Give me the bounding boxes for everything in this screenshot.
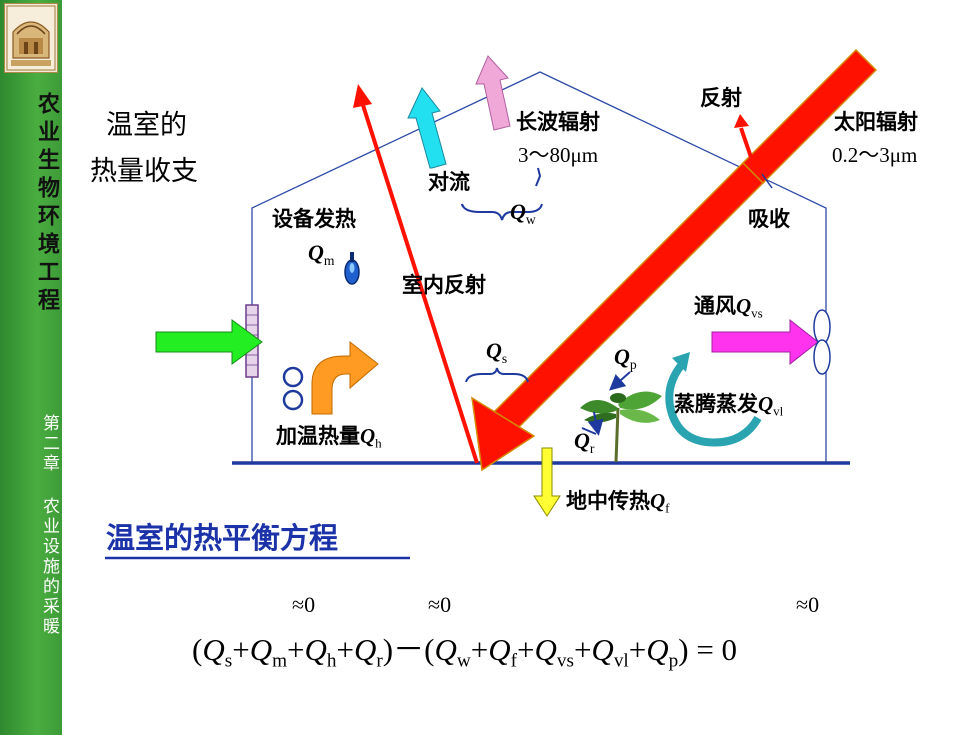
transpiration-arrow xyxy=(665,359,762,447)
sidebar: 农业生物环境工程 第二章 农业设施的采暖 xyxy=(0,0,62,735)
indoor-reflection-arrow xyxy=(360,101,479,464)
solar-beam-head xyxy=(471,396,536,472)
ventilation-label: 通风Qvs xyxy=(694,294,763,321)
qs-symbol: Qs xyxy=(486,338,508,366)
convection-label: 对流 xyxy=(428,170,470,194)
ground-heat-label: 地中传热Qf xyxy=(566,489,670,516)
qw-brace xyxy=(461,203,543,221)
convection-arrow xyxy=(407,87,447,169)
approx-zero-qh: ≈0 xyxy=(428,592,452,617)
inlet-air-arrow xyxy=(155,319,263,365)
fan-icon xyxy=(813,309,831,375)
university-logo xyxy=(4,3,58,73)
absorb-pointer xyxy=(761,173,773,189)
diagram-title-line2: 热量收支 xyxy=(90,156,198,187)
longwave-label: 长波辐射 xyxy=(516,110,600,134)
diagram-title-line1: 温室的 xyxy=(106,110,187,141)
qs-brace xyxy=(465,367,529,383)
heating-label: 加温热量Qh xyxy=(276,424,382,451)
heat-balance-equation: (Qs+Qm+Qh+Qr)－(Qw+Qf+Qvs+Qvl+Qp) = 0 xyxy=(192,632,738,672)
reflection-label: 反射 xyxy=(700,86,742,110)
greenhouse-outline xyxy=(251,71,827,462)
equipment-heat-label: 设备发热 xyxy=(272,207,356,231)
qw-symbol: Qw xyxy=(510,199,536,227)
heating-pipe-icon xyxy=(282,366,304,388)
ground-heat-arrow xyxy=(533,447,561,517)
plant-icon xyxy=(580,391,662,463)
reflection-arrow xyxy=(739,127,756,167)
approx-zero-qp: ≈0 xyxy=(796,592,820,617)
longwave-arrow xyxy=(475,55,511,131)
qr-symbol: Qr xyxy=(574,428,595,456)
qp-pointer xyxy=(609,371,631,391)
chapter-title: 第二章 农业设施的采暖 xyxy=(39,414,59,637)
qm-symbol: Qm xyxy=(308,240,335,268)
equipment-heater-icon xyxy=(344,252,360,285)
equation-heading: 温室的热平衡方程 xyxy=(106,521,339,555)
absorption-label: 吸收 xyxy=(748,207,790,231)
indoor-reflection-label: 室内反射 xyxy=(402,273,486,297)
heating-arrow xyxy=(311,340,379,415)
approx-zero-qm: ≈0 xyxy=(292,592,316,617)
transpiration-label: 蒸腾蒸发Qvl xyxy=(674,392,784,419)
longwave-range-label: 3～80μm xyxy=(518,143,599,167)
course-title: 农业生物环境工程 xyxy=(34,92,60,316)
solar-radiation-label: 太阳辐射 xyxy=(834,110,918,134)
ventilation-arrow xyxy=(711,318,819,366)
qp-symbol: Qp xyxy=(614,344,637,372)
solar-range-label: 0.2～3μm xyxy=(832,143,918,167)
